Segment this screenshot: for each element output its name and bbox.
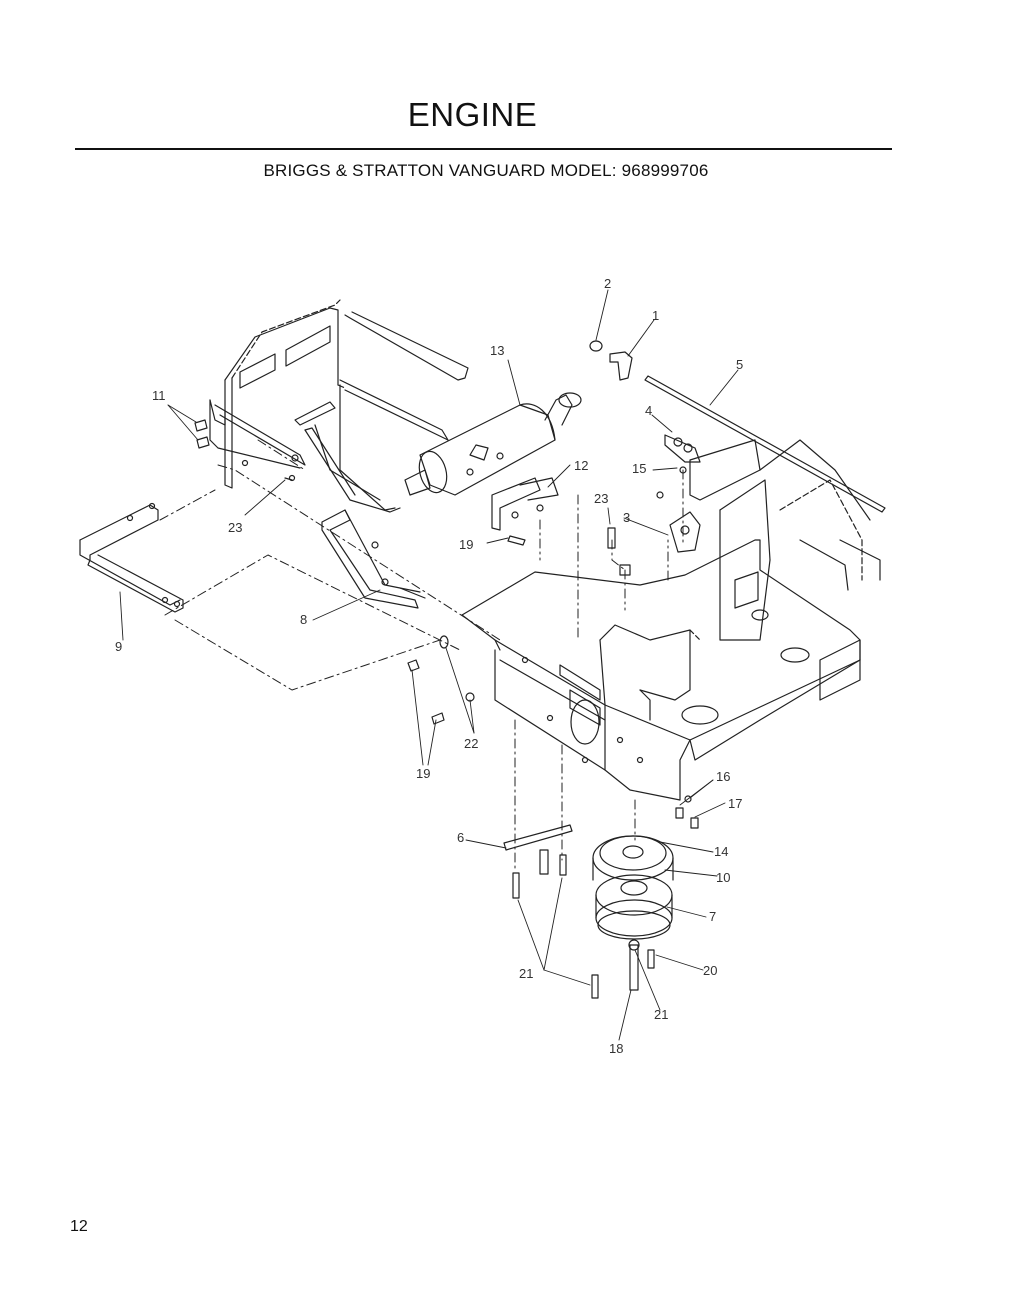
callout-11: 11 [152, 388, 166, 403]
callout-12: 12 [574, 458, 588, 473]
callout-8: 8 [300, 612, 307, 627]
callout-20: 20 [703, 963, 717, 978]
callout-23-left: 23 [228, 520, 242, 535]
callout-13: 13 [490, 343, 504, 358]
callout-2: 2 [604, 276, 611, 291]
callout-23-center: 23 [594, 491, 608, 506]
callout-6: 6 [457, 830, 464, 845]
engine-guard-frame [209, 299, 469, 489]
muffler [404, 392, 582, 496]
callout-5: 5 [736, 357, 743, 372]
callout-10: 10 [716, 870, 730, 885]
callout-19-center: 19 [459, 537, 473, 552]
callout-17: 17 [728, 796, 742, 811]
bumper-bar [79, 502, 184, 613]
leader-lines [119, 289, 739, 1041]
exploded-parts-diagram: 1 2 3 4 5 6 7 8 9 10 11 12 13 14 15 16 1… [0, 200, 1024, 1080]
callout-7: 7 [709, 909, 716, 924]
callout-18: 18 [609, 1041, 623, 1056]
fuel-line-fittings [589, 340, 886, 513]
callout-14: 14 [714, 844, 728, 859]
assembly-lines [159, 439, 684, 871]
engine-mount-bracket [321, 509, 426, 609]
fuel-pump [656, 466, 701, 553]
heat-shield [294, 379, 449, 513]
clutch-pulley [592, 835, 674, 940]
muffler-bracket [491, 477, 559, 531]
callout-21-right: 21 [654, 1007, 668, 1022]
page-number: 12 [70, 1218, 88, 1235]
callout-4: 4 [645, 403, 652, 418]
title-divider [75, 148, 892, 150]
callout-15: 15 [632, 461, 646, 476]
chassis-frame [461, 439, 881, 801]
callout-21-left: 21 [519, 966, 533, 981]
callout-9: 9 [115, 639, 122, 654]
model-subtitle: BRIGGS & STRATTON VANGUARD MODEL: 968999… [263, 161, 709, 180]
callout-3: 3 [623, 510, 630, 525]
callout-labels: 1 2 3 4 5 6 7 8 9 10 11 12 13 14 15 16 1… [115, 276, 743, 1056]
callout-1: 1 [652, 308, 659, 323]
callout-16: 16 [716, 769, 730, 784]
callout-19-left: 19 [416, 766, 430, 781]
callout-22: 22 [464, 736, 478, 751]
page-title: ENGINE [407, 96, 538, 133]
